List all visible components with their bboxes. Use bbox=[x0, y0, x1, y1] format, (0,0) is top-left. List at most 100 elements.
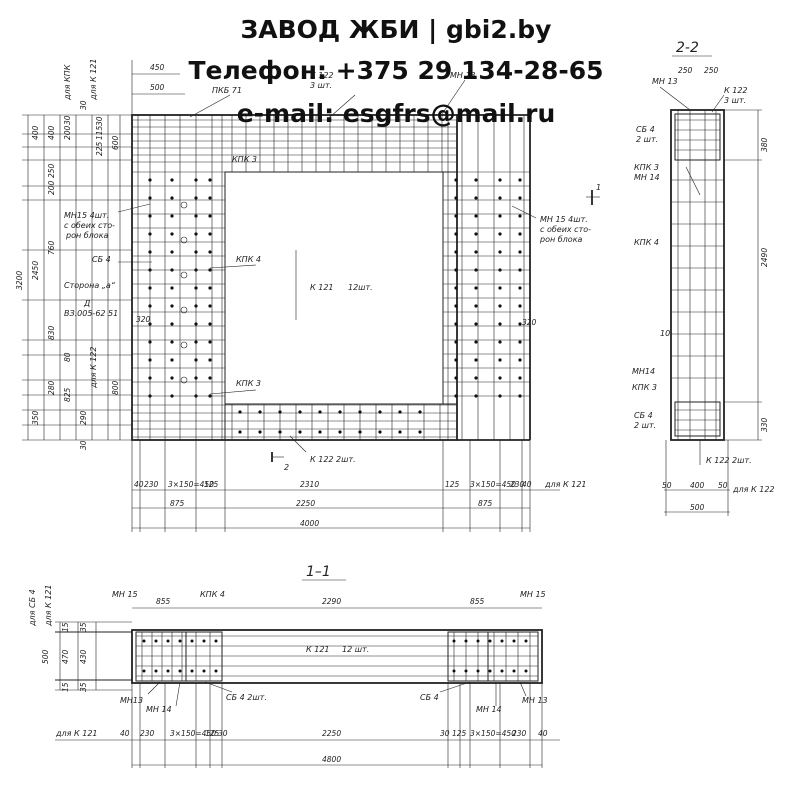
sec22-leader bbox=[711, 94, 725, 113]
leader-pkb bbox=[189, 94, 231, 118]
sec22-mn14: МН 14 bbox=[634, 173, 660, 182]
rebar-dot bbox=[454, 304, 458, 308]
sec22-kpk3: КПК 3 bbox=[634, 163, 659, 172]
section-2-mark: 2 bbox=[284, 463, 289, 472]
sec22-dim-2490: 2490 bbox=[760, 248, 769, 267]
plan-dim-mid: 760 bbox=[47, 240, 56, 255]
rebar-dot bbox=[474, 376, 478, 380]
rebar-dot bbox=[194, 358, 198, 362]
rebar-dot bbox=[518, 358, 522, 362]
rebar-dot bbox=[194, 178, 198, 182]
plan-bottom-beam bbox=[224, 403, 458, 441]
rebar-dot bbox=[474, 304, 478, 308]
rebar-dot bbox=[498, 304, 502, 308]
sec22-sb4-top: СБ 4 bbox=[636, 125, 655, 134]
rebar-dot bbox=[214, 669, 218, 673]
rebar-dot bbox=[298, 410, 302, 414]
rebar-dot bbox=[464, 669, 468, 673]
sec11-mn13-left: МН13 bbox=[120, 696, 143, 705]
sec11-sb4-right: СБ 4 bbox=[420, 693, 439, 702]
rebar-dot bbox=[474, 268, 478, 272]
label-mn15-right-2: с обеих сто- bbox=[540, 225, 591, 234]
rebar-dot bbox=[166, 669, 170, 673]
rebar-dot bbox=[418, 430, 422, 434]
sec11-bottom-dim: 2250 bbox=[322, 729, 341, 738]
sec22-dim-380: 380 bbox=[760, 137, 769, 152]
header-line3: e-mail: esgfrs@mail.ru bbox=[237, 99, 556, 128]
sec11-bottom-dim: 40 bbox=[120, 729, 130, 738]
rebar-dot bbox=[512, 639, 516, 643]
rebar-dot bbox=[208, 376, 212, 380]
sec11-k121: К 121 bbox=[306, 645, 330, 654]
rebar-dot bbox=[148, 250, 152, 254]
rebar-dot bbox=[454, 376, 458, 380]
label-mn15-right: МН 15 4шт. bbox=[540, 215, 588, 224]
sec22-dim-330: 330 bbox=[760, 417, 769, 432]
rebar-dot bbox=[498, 286, 502, 290]
plan-bottom-dim: для К 121 bbox=[544, 480, 587, 489]
rebar-dot bbox=[208, 358, 212, 362]
plan-dim-mid: 290 bbox=[79, 410, 88, 425]
plan-bottom-dim2: 2250 bbox=[296, 499, 315, 508]
rebar-dot bbox=[454, 286, 458, 290]
rebar-dot bbox=[208, 340, 212, 344]
rebar-dot bbox=[170, 322, 174, 326]
rebar-dot bbox=[474, 232, 478, 236]
plan-dim-total: 3200 bbox=[15, 271, 24, 290]
rebar-dot bbox=[474, 214, 478, 218]
rebar-dot bbox=[170, 196, 174, 200]
rebar-dot bbox=[498, 178, 502, 182]
plan-dim-inner: 200 bbox=[63, 125, 72, 140]
rebar-dot bbox=[498, 268, 502, 272]
rebar-dot bbox=[178, 669, 182, 673]
plan-for-kpk: для КПК bbox=[63, 64, 72, 101]
plan-for-k122: для К 122 bbox=[89, 347, 98, 390]
sec11-dim-855-right: 855 bbox=[470, 597, 485, 606]
rebar-dot bbox=[474, 322, 478, 326]
section-1-1-title: 1–1 bbox=[306, 564, 331, 580]
sec11-bottom-dim: 3×150=450 bbox=[170, 729, 216, 738]
rebar-dot bbox=[498, 232, 502, 236]
sec22-dim-50a: 50 bbox=[662, 481, 672, 490]
plan-dim-outer: 400 bbox=[31, 125, 40, 140]
rebar-dot bbox=[474, 196, 478, 200]
label-mn15-left: МН15 4шт. bbox=[64, 211, 109, 220]
plan-dim-mid: 825 bbox=[63, 387, 72, 402]
rebar-dot bbox=[498, 376, 502, 380]
rebar-dot bbox=[170, 340, 174, 344]
rebar-dot bbox=[208, 322, 212, 326]
plan-dim-inner: 600 bbox=[111, 135, 120, 150]
plan-dim-mid: 200 bbox=[47, 180, 56, 195]
rebar-dot bbox=[498, 340, 502, 344]
leader-k122-bottom bbox=[289, 435, 307, 453]
rebar-dot bbox=[518, 286, 522, 290]
rebar-dot bbox=[194, 268, 198, 272]
rebar-dot bbox=[454, 340, 458, 344]
sec22-top-block bbox=[674, 113, 721, 161]
rebar-dot bbox=[474, 250, 478, 254]
leader-mn15-left bbox=[117, 203, 151, 213]
embedded-part bbox=[180, 376, 188, 384]
rebar-dot bbox=[190, 639, 194, 643]
plan-dim-inner: 30 bbox=[95, 116, 104, 126]
sec22-mn13: МН 13 bbox=[652, 77, 678, 86]
sec22-dim-250a: 250 bbox=[678, 66, 693, 75]
sec11-leader bbox=[439, 681, 471, 693]
rebar-dot bbox=[524, 639, 528, 643]
sec22-leader bbox=[685, 166, 701, 196]
plan-bottom-dim: 2310 bbox=[300, 480, 319, 489]
rebar-dot bbox=[148, 376, 152, 380]
rebar-dot bbox=[518, 340, 522, 344]
sec11-mn13-right: МН 13 bbox=[522, 696, 548, 705]
rebar-dot bbox=[258, 410, 262, 414]
sec11-mn14-right: МН 14 bbox=[476, 705, 502, 714]
leader-kpk4 bbox=[209, 264, 257, 269]
rebar-dot bbox=[194, 250, 198, 254]
rebar-dot bbox=[202, 669, 206, 673]
leader-kpk3 bbox=[209, 389, 257, 395]
header: ЗАВОД ЖБИ | gbi2.by Телефон: +375 29 134… bbox=[188, 15, 603, 128]
rebar-dot bbox=[498, 214, 502, 218]
rebar-dot bbox=[194, 286, 198, 290]
sec11-dim: 35 bbox=[79, 622, 88, 632]
